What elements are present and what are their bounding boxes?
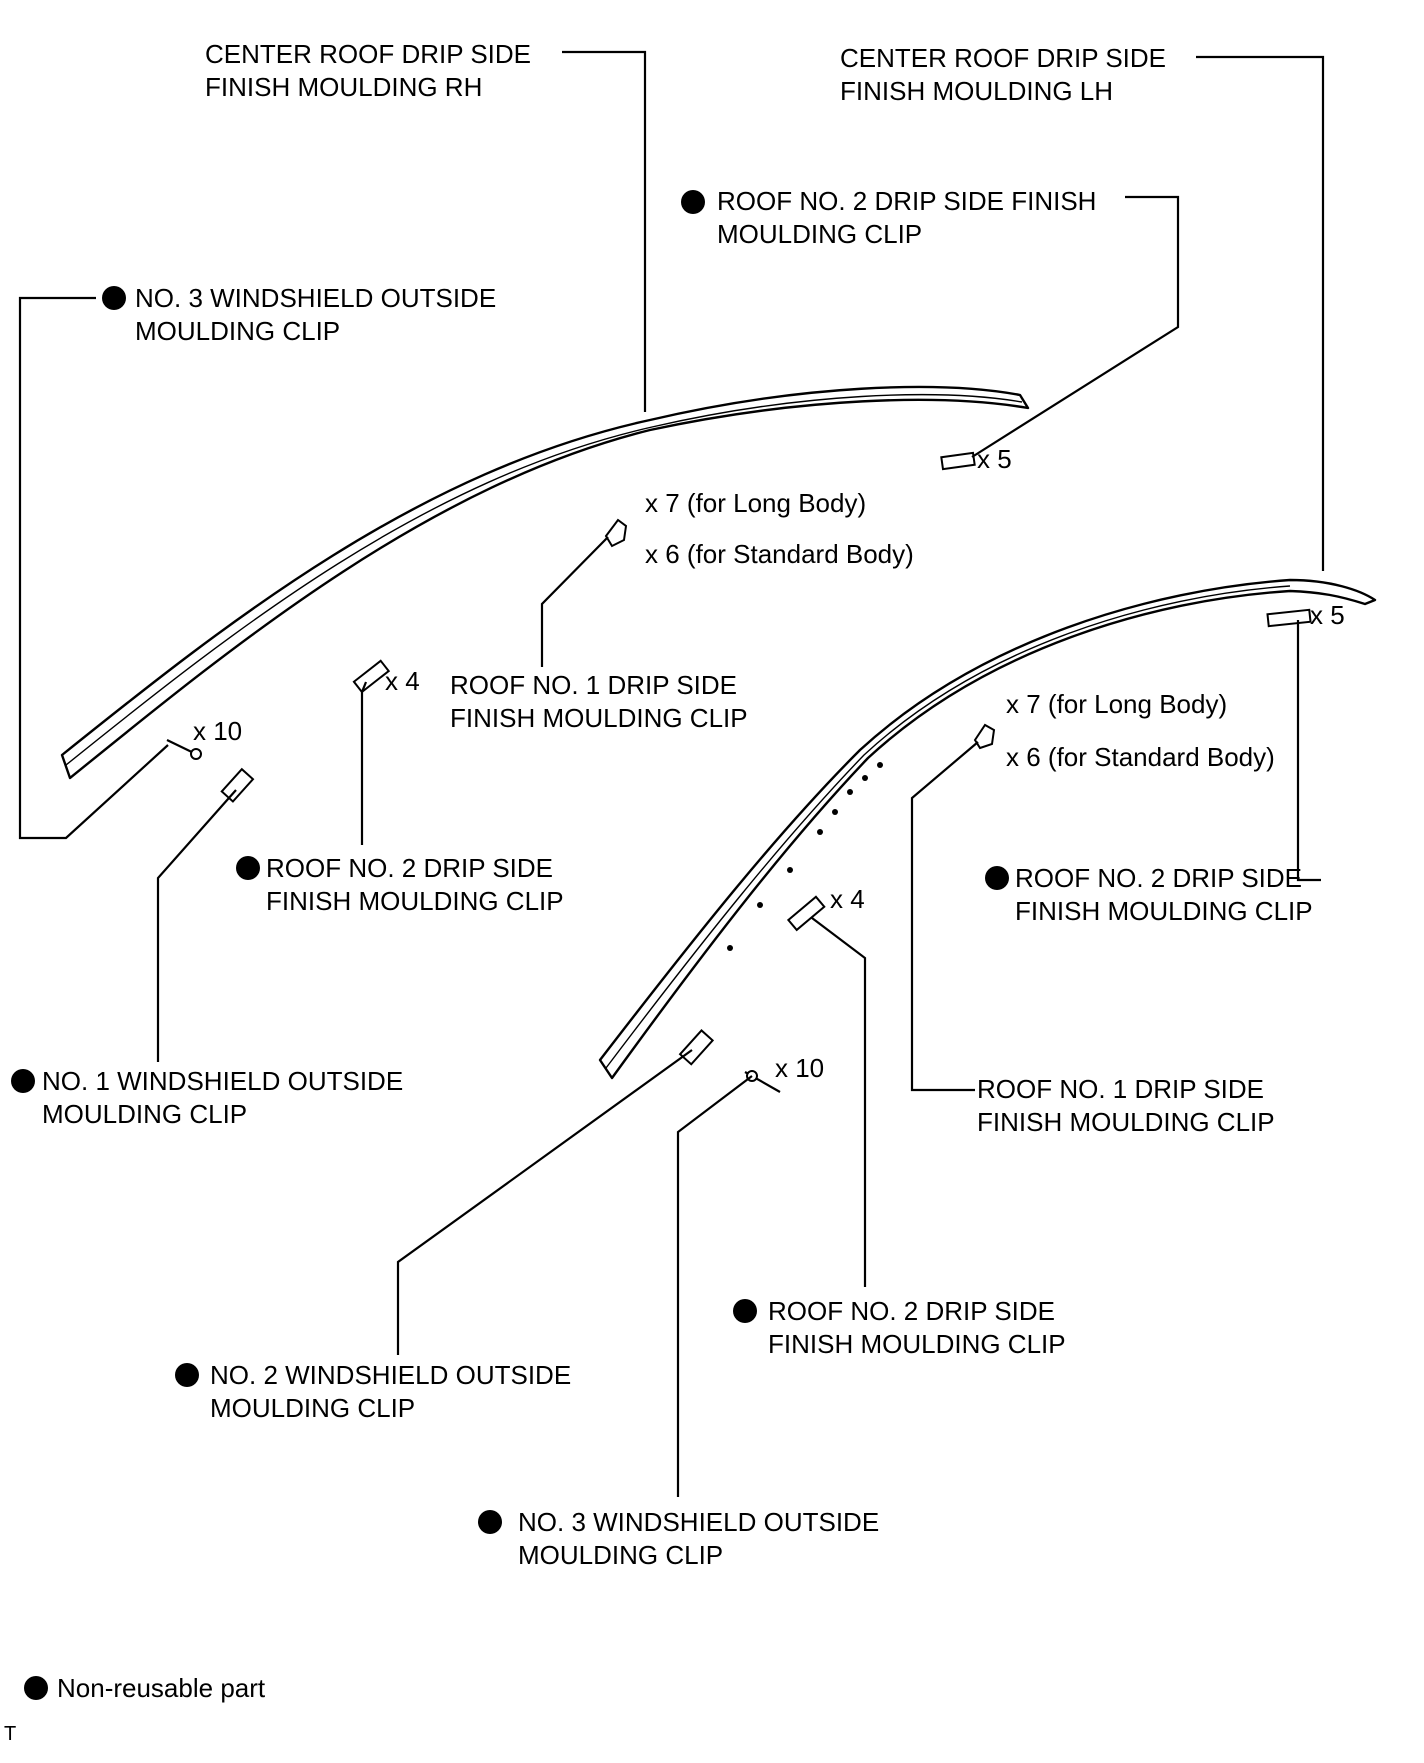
qty-x6-standard-right: x 6 (for Standard Body) bbox=[1006, 742, 1275, 772]
label-roof2-clip-bottom: ROOF NO. 2 DRIP SIDE FINISH MOULDING CLI… bbox=[733, 1296, 1066, 1359]
qty-x4-left: x 4 bbox=[385, 666, 420, 696]
leader-lines bbox=[18, 50, 1325, 1497]
clip-ws1-left bbox=[220, 767, 255, 803]
non-reusable-marker bbox=[11, 1069, 35, 1093]
label-ws1-clip-left: NO. 1 WINDSHIELD OUTSIDE MOULDING CLIP bbox=[11, 1066, 403, 1129]
svg-text:ROOF NO. 2 DRIP SIDE: ROOF NO. 2 DRIP SIDE bbox=[266, 853, 553, 883]
legend-label: Non-reusable part bbox=[57, 1673, 266, 1703]
clip-roof2-left bbox=[352, 659, 391, 694]
label-roof2-clip-right: ROOF NO. 2 DRIP SIDE FINISH MOULDING CLI… bbox=[985, 863, 1313, 926]
svg-text:FINISH MOULDING RH: FINISH MOULDING RH bbox=[205, 72, 482, 102]
clip-roof1-right bbox=[973, 723, 996, 750]
svg-text:NO. 3 WINDSHIELD OUTSIDE: NO. 3 WINDSHIELD OUTSIDE bbox=[518, 1507, 879, 1537]
svg-text:FINISH MOULDING LH: FINISH MOULDING LH bbox=[840, 76, 1113, 106]
non-reusable-marker bbox=[681, 190, 705, 214]
clip-roof2-top bbox=[940, 451, 976, 471]
qty-x5-right: x 5 bbox=[1310, 600, 1345, 630]
qty-x7-long-left: x 7 (for Long Body) bbox=[645, 488, 866, 518]
label-center-roof-rh: CENTER ROOF DRIP SIDE FINISH MOULDING RH bbox=[205, 39, 531, 102]
svg-text:ROOF NO. 2 DRIP SIDE: ROOF NO. 2 DRIP SIDE bbox=[1015, 863, 1302, 893]
label-center-roof-lh: CENTER ROOF DRIP SIDE FINISH MOULDING LH bbox=[840, 43, 1166, 106]
non-reusable-marker bbox=[478, 1510, 502, 1534]
non-reusable-marker bbox=[175, 1363, 199, 1387]
legend: Non-reusable part bbox=[24, 1673, 266, 1703]
non-reusable-marker bbox=[236, 856, 260, 880]
non-reusable-marker bbox=[102, 286, 126, 310]
svg-text:MOULDING CLIP: MOULDING CLIP bbox=[518, 1540, 723, 1570]
clip-roof2-right-top bbox=[1266, 608, 1312, 628]
clip-ws2 bbox=[678, 1029, 715, 1066]
svg-text:NO. 1 WINDSHIELD OUTSIDE: NO. 1 WINDSHIELD OUTSIDE bbox=[42, 1066, 403, 1096]
non-reusable-marker bbox=[733, 1299, 757, 1323]
qty-x7-long-right: x 7 (for Long Body) bbox=[1006, 689, 1227, 719]
svg-text:CENTER ROOF DRIP SIDE: CENTER ROOF DRIP SIDE bbox=[205, 39, 531, 69]
qty-x10-left: x 10 bbox=[193, 716, 242, 746]
corner-mark: T bbox=[4, 1723, 16, 1745]
svg-text:MOULDING CLIP: MOULDING CLIP bbox=[135, 316, 340, 346]
label-roof1-clip-right: ROOF NO. 1 DRIP SIDE FINISH MOULDING CLI… bbox=[977, 1074, 1275, 1137]
svg-text:MOULDING CLIP: MOULDING CLIP bbox=[42, 1099, 247, 1129]
svg-text:FINISH MOULDING CLIP: FINISH MOULDING CLIP bbox=[1015, 896, 1313, 926]
non-reusable-marker bbox=[985, 866, 1009, 890]
svg-text:NO. 3 WINDSHIELD OUTSIDE: NO. 3 WINDSHIELD OUTSIDE bbox=[135, 283, 496, 313]
label-roof2-clip-top: ROOF NO. 2 DRIP SIDE FINISH MOULDING CLI… bbox=[681, 186, 1096, 249]
clip-roof2-right-mid bbox=[786, 895, 826, 932]
qty-x4-right: x 4 bbox=[830, 884, 865, 914]
center-roof-moulding-rh bbox=[60, 385, 1030, 780]
label-ws2-clip: NO. 2 WINDSHIELD OUTSIDE MOULDING CLIP bbox=[175, 1360, 571, 1423]
label-roof1-clip-left: ROOF NO. 1 DRIP SIDE FINISH MOULDING CLI… bbox=[450, 670, 748, 733]
qty-x6-standard-left: x 6 (for Standard Body) bbox=[645, 539, 914, 569]
svg-text:FINISH MOULDING CLIP: FINISH MOULDING CLIP bbox=[977, 1107, 1275, 1137]
svg-text:ROOF NO. 2 DRIP SIDE FINISH: ROOF NO. 2 DRIP SIDE FINISH bbox=[717, 186, 1096, 216]
svg-text:FINISH MOULDING CLIP: FINISH MOULDING CLIP bbox=[266, 886, 564, 916]
svg-text:CENTER ROOF DRIP SIDE: CENTER ROOF DRIP SIDE bbox=[840, 43, 1166, 73]
qty-x10-right: x 10 bbox=[775, 1053, 824, 1083]
label-ws3-clip-bottom: NO. 3 WINDSHIELD OUTSIDE MOULDING CLIP bbox=[478, 1507, 879, 1570]
svg-text:ROOF NO. 1 DRIP SIDE: ROOF NO. 1 DRIP SIDE bbox=[977, 1074, 1264, 1104]
non-reusable-legend-icon bbox=[24, 1676, 48, 1700]
qty-x5-top: x 5 bbox=[977, 444, 1012, 474]
svg-text:NO. 2 WINDSHIELD OUTSIDE: NO. 2 WINDSHIELD OUTSIDE bbox=[210, 1360, 571, 1390]
moulding-lh-clip-bumps bbox=[727, 762, 883, 951]
svg-text:MOULDING CLIP: MOULDING CLIP bbox=[210, 1393, 415, 1423]
svg-text:ROOF NO. 1 DRIP SIDE: ROOF NO. 1 DRIP SIDE bbox=[450, 670, 737, 700]
svg-text:FINISH MOULDING CLIP: FINISH MOULDING CLIP bbox=[768, 1329, 1066, 1359]
label-roof2-clip-left: ROOF NO. 2 DRIP SIDE FINISH MOULDING CLI… bbox=[236, 853, 564, 916]
clip-roof1-left bbox=[604, 518, 628, 548]
svg-text:MOULDING CLIP: MOULDING CLIP bbox=[717, 219, 922, 249]
center-roof-moulding-lh bbox=[598, 578, 1377, 1080]
label-ws3-clip-left: NO. 3 WINDSHIELD OUTSIDE MOULDING CLIP bbox=[102, 283, 496, 346]
svg-text:ROOF NO. 2 DRIP SIDE: ROOF NO. 2 DRIP SIDE bbox=[768, 1296, 1055, 1326]
svg-text:FINISH MOULDING CLIP: FINISH MOULDING CLIP bbox=[450, 703, 748, 733]
clip-ws3-left bbox=[166, 739, 202, 760]
